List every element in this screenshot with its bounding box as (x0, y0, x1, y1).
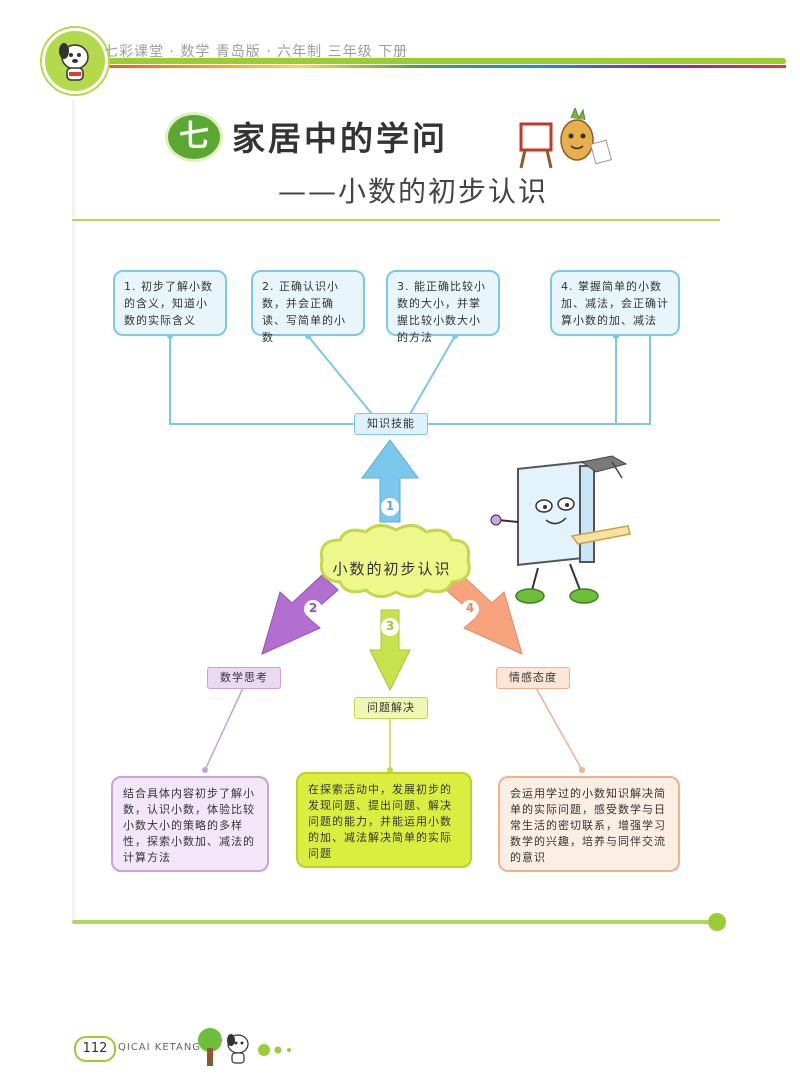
goal-box-4: 4. 掌握简单的小数加、减法，会正确计算小数的加、减法 (550, 270, 680, 336)
goal-box-2: 2. 正确认识小数，并会正确读、写简单的小数 (251, 270, 365, 344)
box-problem-solving: 在探索活动中，发展初步的发现问题、提出问题、解决问题的能力，并能运用小数的加、减… (296, 772, 472, 868)
header-title: 七彩课堂 · 数学 青岛版 · 六年制 三年级 下册 (104, 44, 409, 60)
chapter-subtitle: ——小数的初步认识 (278, 175, 549, 208)
footer-mascot-tree-icon (198, 1028, 291, 1066)
tag-emotion-attitude: 情感态度 (496, 667, 570, 689)
arrow-number-4: 4 (465, 601, 475, 615)
tag-knowledge-skills: 知识技能 (354, 413, 428, 435)
header-rainbow-stripe (58, 65, 786, 68)
arrow-number-2: 2 (308, 601, 318, 615)
pineapple-painter-illustration (519, 108, 612, 169)
arrow-number-3: 3 (385, 619, 395, 633)
goal-box-3: 3. 能正确比较小数的大小，并掌握比较小数大小的方法 (386, 270, 500, 344)
mascot-dog-icon (42, 28, 108, 94)
page-frame-left (72, 100, 75, 920)
title-divider (72, 219, 720, 221)
box-emotion-attitude: 会运用学过的小数知识解决简单的实际问题，感受数学与日常生活的密切联系，增强学习数… (498, 776, 680, 872)
arrow-number-1: 1 (385, 499, 395, 513)
box-math-thinking: 结合具体内容初步了解小数，认识小数，体验比较小数大小的策略的多样性，探索小数加、… (111, 776, 269, 872)
page-number: 112 (74, 1036, 116, 1062)
book-mascot-illustration (490, 455, 631, 604)
goal-box-1: 1. 初步了解小数的含义，知道小数的实际含义 (113, 270, 227, 336)
tag-problem-solving: 问题解决 (354, 697, 428, 719)
header-bar (58, 58, 786, 64)
chapter-title: 家居中的学问 (232, 119, 448, 158)
footer-brand: QICAI KETANG (118, 1042, 202, 1053)
chapter-number-badge: 七 (165, 112, 223, 162)
footer-divider-dot (708, 913, 726, 931)
center-topic: 小数的初步认识 (332, 560, 452, 578)
mindmap-arrows (261, 439, 523, 692)
footer-divider (72, 920, 722, 924)
tag-math-thinking: 数学思考 (207, 667, 281, 689)
